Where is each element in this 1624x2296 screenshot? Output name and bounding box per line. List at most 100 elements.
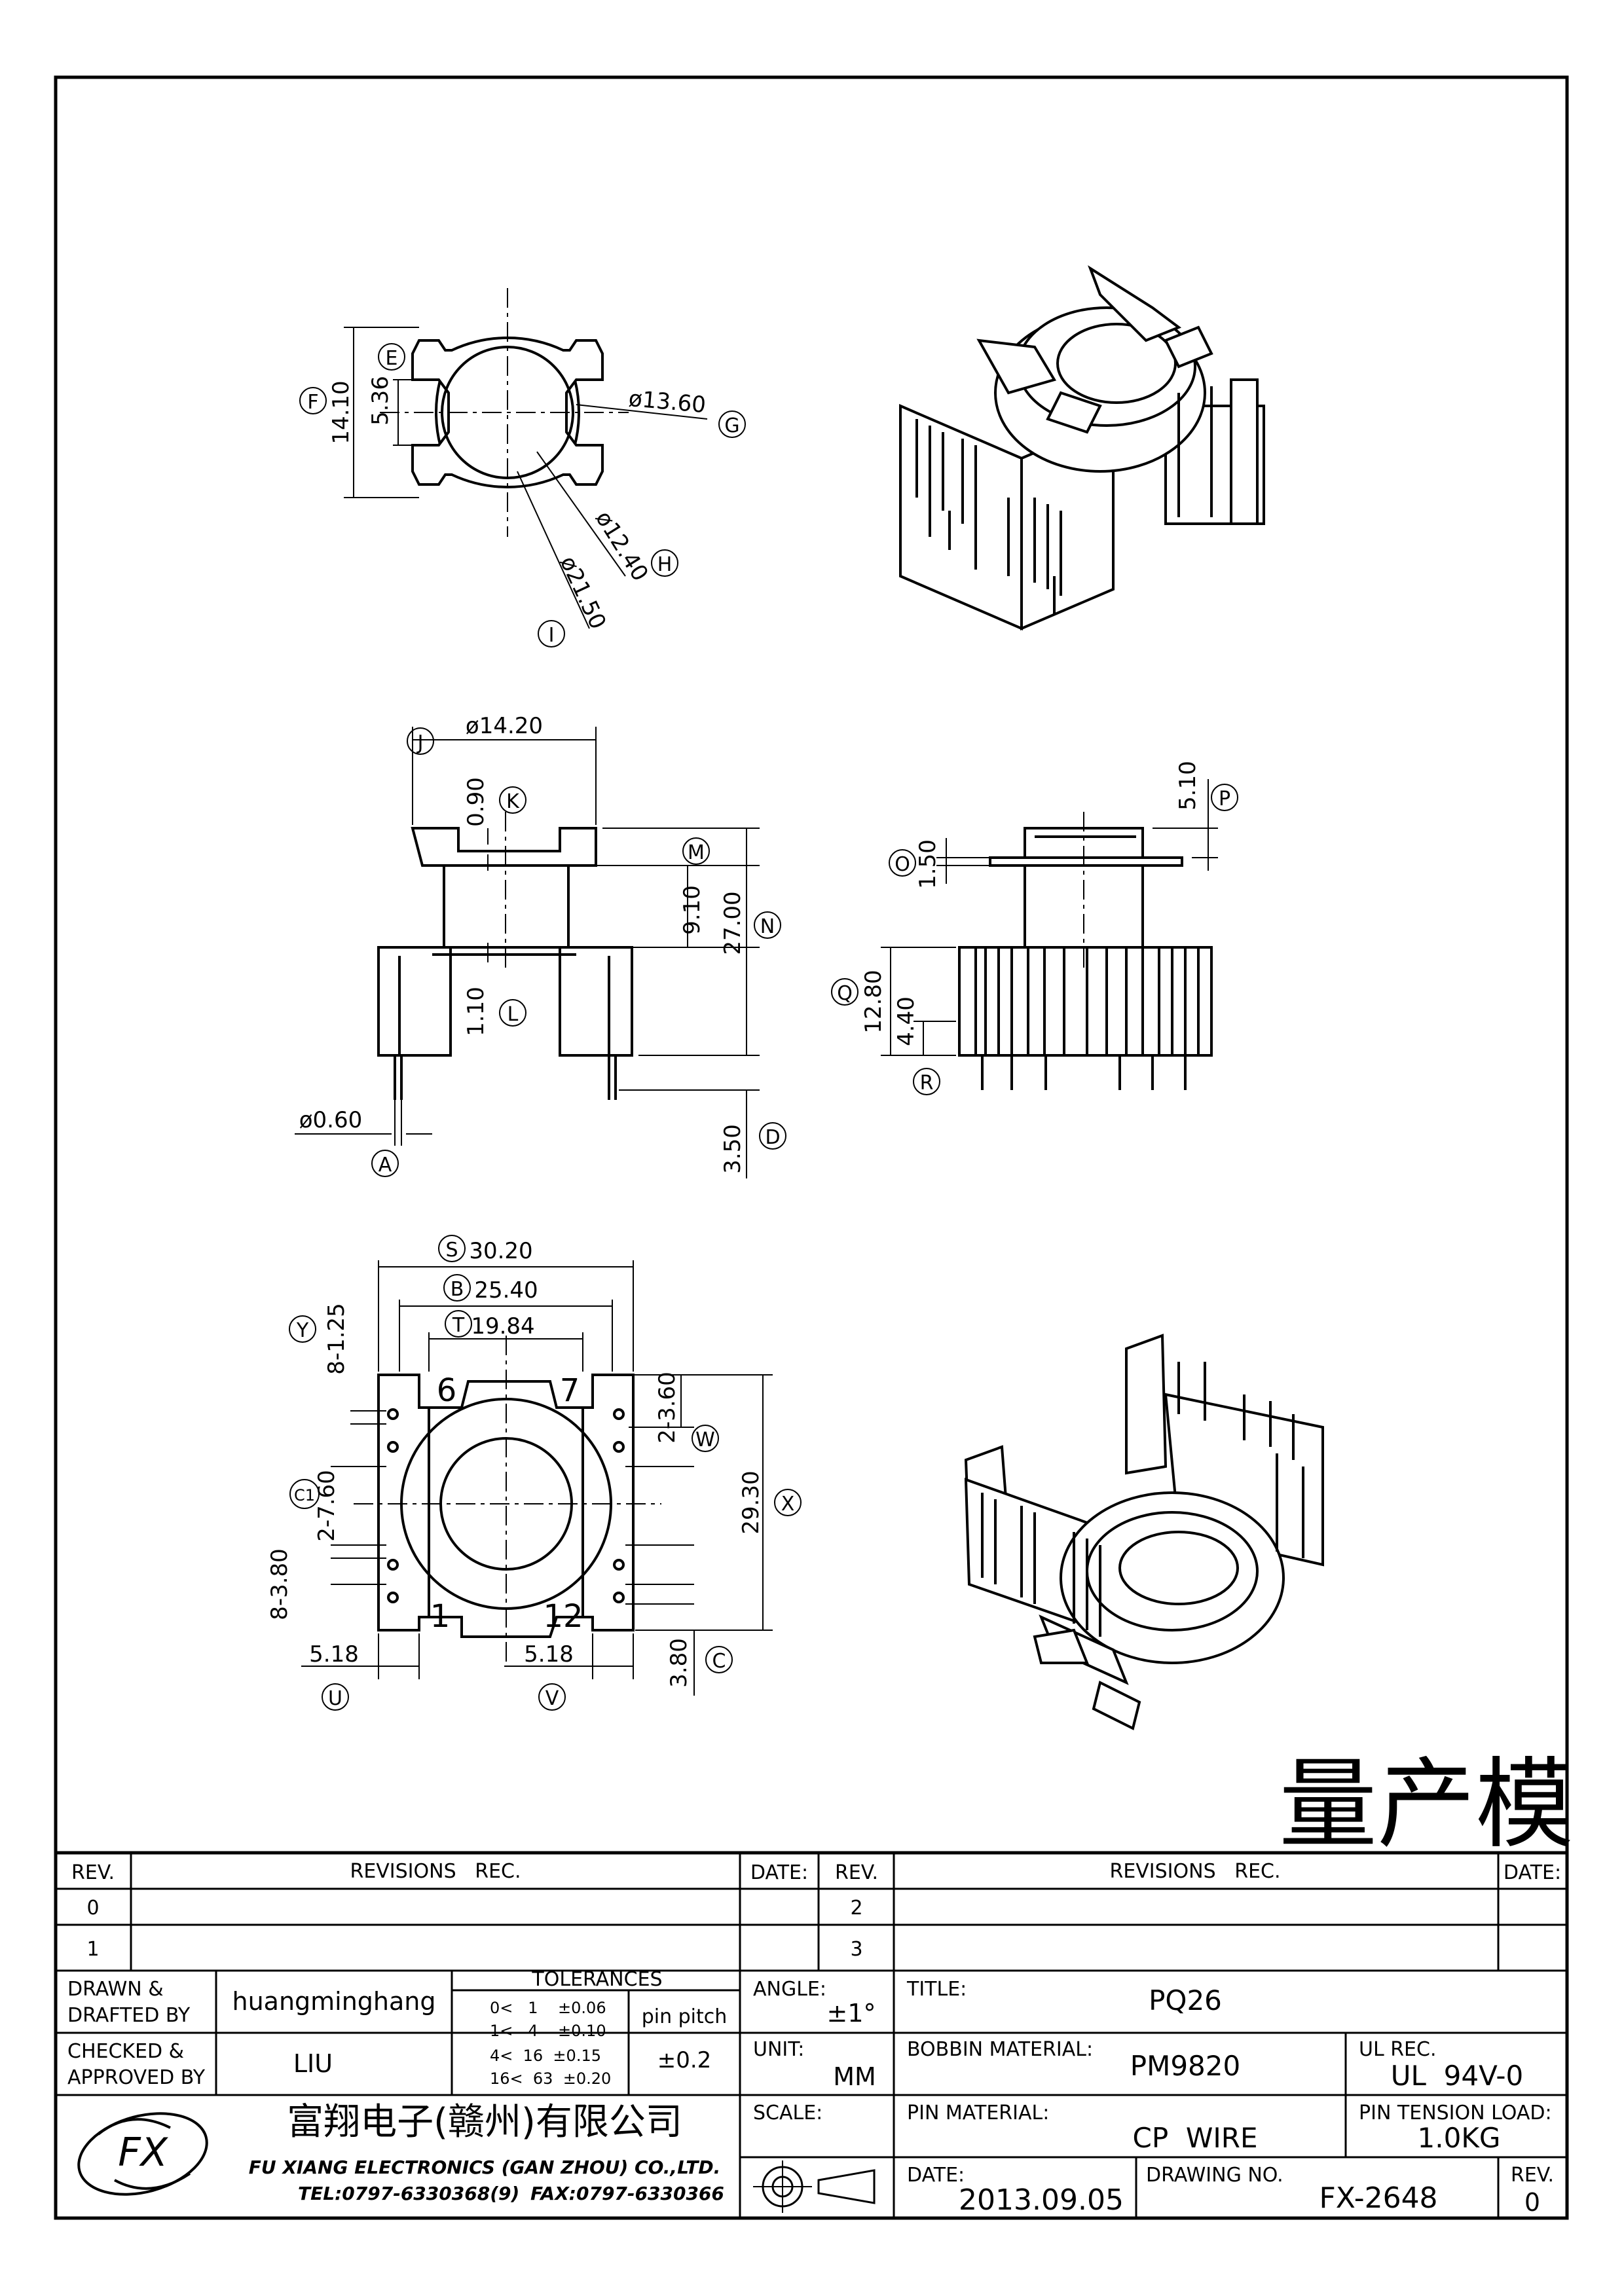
bubble-e xyxy=(378,343,405,371)
bubble-b xyxy=(443,1274,471,1302)
title-block xyxy=(54,1851,1569,2220)
pin-label-6: 6 xyxy=(437,1372,457,1409)
tol-row-3: 16< 63 ±0.20 xyxy=(490,2069,611,2088)
drawing-no-value: FX-2648 xyxy=(1319,2181,1437,2215)
bubble-o xyxy=(889,849,916,877)
bubble-t-label: T xyxy=(452,1314,465,1337)
bobbin-label: BOBBIN MATERIAL: xyxy=(907,2038,1093,2061)
isometric-view-top xyxy=(899,265,1265,631)
fx-logo: FX xyxy=(77,2112,208,2196)
bubble-x-label: X xyxy=(781,1493,795,1516)
pin-label-7: 7 xyxy=(560,1372,580,1409)
bubble-u xyxy=(322,1683,349,1711)
bubble-i xyxy=(538,620,565,647)
checked-label-1: CHECKED & xyxy=(67,2040,184,2063)
unit-label: UNIT: xyxy=(753,2038,804,2061)
dim-n: 27.00 xyxy=(720,891,746,955)
dim-o: 1.50 xyxy=(915,839,941,889)
bubble-r-label: R xyxy=(920,1072,934,1095)
unit-value: MM xyxy=(833,2062,876,2091)
scale-label: SCALE: xyxy=(753,2102,822,2124)
bubble-j-label: J xyxy=(416,731,424,754)
pin-label-1: 1 xyxy=(430,1598,451,1635)
bubble-r xyxy=(913,1068,940,1095)
fx-logo-text: FX xyxy=(118,2130,169,2176)
title-value: PQ26 xyxy=(1149,1984,1222,2016)
dim-p: 5.10 xyxy=(1175,761,1201,811)
pin-pitch-label: pin pitch xyxy=(642,2005,728,2028)
bubble-v xyxy=(538,1683,566,1711)
drawn-label-2: DRAFTED BY xyxy=(67,2004,191,2027)
bubble-j xyxy=(407,727,434,755)
dim-a: ø0.60 xyxy=(299,1107,363,1133)
drawn-value: huangminghang xyxy=(232,1987,435,2016)
bottom-view xyxy=(301,1260,773,1696)
checked-value: LIU xyxy=(293,2049,333,2078)
bubble-q-label: Q xyxy=(837,982,853,1005)
ul-label: UL REC. xyxy=(1359,2038,1437,2061)
rev-1: 1 xyxy=(86,1938,99,1961)
dim-m: 9.10 xyxy=(679,885,705,935)
angle-label: ANGLE: xyxy=(753,1978,826,2001)
bubble-l xyxy=(499,999,526,1027)
date-header-2: DATE: xyxy=(1504,1861,1561,1884)
ul-value: UL 94V-0 xyxy=(1391,2060,1523,2092)
dim-v: 5.18 xyxy=(524,1641,574,1667)
dim-b: 25.40 xyxy=(474,1277,538,1303)
bubble-s xyxy=(438,1235,466,1262)
dim-q: 12.80 xyxy=(860,970,887,1033)
dim-h: ø12.40 xyxy=(590,506,654,585)
bubble-a-label: A xyxy=(378,1154,392,1176)
rev-3: 3 xyxy=(850,1938,862,1961)
bubble-q xyxy=(831,978,858,1006)
dim-z: 8-3.80 xyxy=(267,1548,293,1620)
dim-j: ø14.20 xyxy=(466,713,543,739)
drawing-no-label: DRAWING NO. xyxy=(1146,2164,1283,2187)
bobbin-value: PM9820 xyxy=(1130,2050,1240,2082)
dim-k: 0.90 xyxy=(463,777,489,827)
front-view xyxy=(344,288,708,629)
dim-g: ø13.60 xyxy=(627,386,707,418)
bubble-k xyxy=(499,786,526,814)
tol-row-0: 0< 1 ±0.06 xyxy=(490,1999,606,2017)
bubble-g xyxy=(718,410,746,438)
bubble-a xyxy=(371,1150,399,1177)
bubble-c-label: C xyxy=(712,1650,726,1673)
bubble-c1 xyxy=(289,1479,320,1509)
angle-value: ±1° xyxy=(826,1999,876,2028)
bubble-i-label: I xyxy=(549,624,555,647)
pin-tension-label: PIN TENSION LOAD: xyxy=(1359,2102,1552,2124)
bubble-p-label: P xyxy=(1219,788,1230,811)
bubble-v-label: V xyxy=(545,1687,559,1710)
dim-x: 29.30 xyxy=(738,1470,764,1534)
bubble-x xyxy=(774,1489,802,1516)
dim-y: 8-1.25 xyxy=(323,1303,350,1375)
dim-e: 5.36 xyxy=(367,376,394,426)
dim-t: 19.84 xyxy=(471,1313,534,1339)
bubble-y xyxy=(289,1315,316,1343)
dim-w: 2-3.60 xyxy=(654,1372,680,1444)
dim-d: 3.50 xyxy=(720,1124,746,1174)
bubble-g-label: G xyxy=(724,414,739,437)
date-label: DATE: xyxy=(907,2164,965,2187)
tolerances-label: TOLERANCES xyxy=(531,1968,662,1991)
pin-pitch-value: ±0.2 xyxy=(657,2047,712,2073)
bubble-c1-label: C1 xyxy=(294,1486,315,1504)
bubble-m xyxy=(682,837,710,865)
dim-r: 4.40 xyxy=(893,996,919,1046)
company-name-en: FU XIANG ELECTRONICS (GAN ZHOU) CO.,LTD. xyxy=(249,2157,721,2178)
dim-s: 30.20 xyxy=(469,1238,532,1264)
bubble-c xyxy=(705,1646,733,1673)
bubble-l-label: L xyxy=(507,1003,519,1026)
dim-c: 3.80 xyxy=(666,1638,692,1688)
bubble-f-label: F xyxy=(307,391,318,414)
bubble-m-label: M xyxy=(688,841,705,864)
projection-symbol xyxy=(753,2160,876,2213)
rev-label: REV. xyxy=(1511,2164,1554,2187)
dim-c1: 2-7.60 xyxy=(314,1470,340,1542)
bubble-b-label: B xyxy=(451,1278,464,1301)
bubble-t xyxy=(445,1310,472,1338)
bubble-p xyxy=(1211,784,1238,811)
isometric-view-bottom xyxy=(964,1334,1324,1730)
